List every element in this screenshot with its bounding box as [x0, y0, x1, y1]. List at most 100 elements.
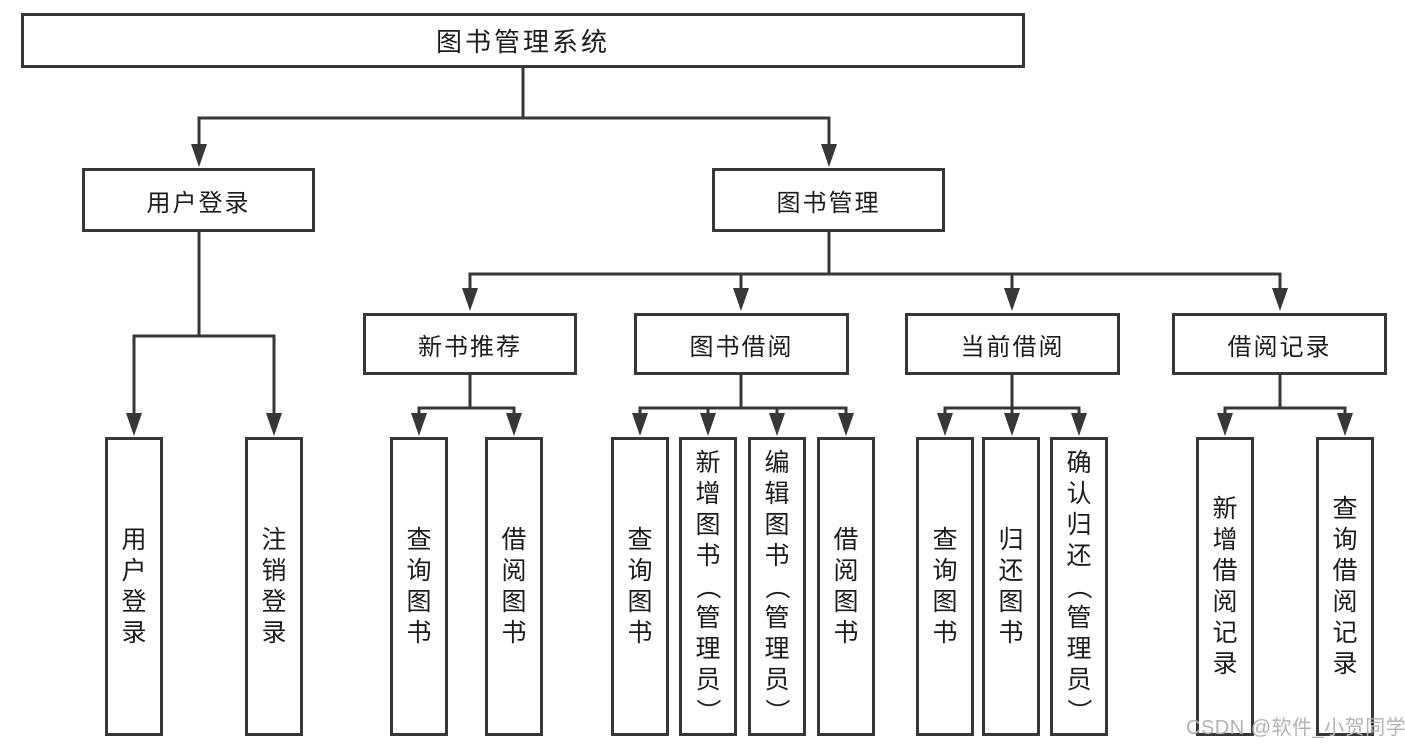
node-label-char: 书: [998, 619, 1024, 647]
node-label-char: 认: [1066, 479, 1092, 508]
node-label: 用户登录: [146, 189, 251, 217]
arrowhead-down-icon: [266, 413, 282, 436]
node-label-char: 理: [695, 634, 721, 663]
node-label: 确认归还（管理员）: [1064, 448, 1093, 724]
node-label-char: 理: [764, 634, 790, 663]
node-library-management-system: 图书管理系统: [21, 13, 1025, 68]
leaf-edit-books-admin: 编辑图书（管理员）: [748, 437, 806, 736]
node-label-char: 图: [695, 510, 721, 539]
node-label-char: 借: [501, 526, 527, 554]
node-label-char: 员: [695, 665, 721, 694]
node-label-char: 询: [1332, 526, 1358, 554]
node-new-book-recommendation: 新书推荐: [363, 313, 577, 375]
node-label-char: 询: [406, 557, 432, 585]
arrowhead-down-icon: [937, 413, 953, 436]
node-label-char: 借: [1212, 557, 1238, 585]
node-label-char: 理: [1066, 634, 1092, 663]
arrowhead-down-icon: [506, 413, 522, 436]
node-label-char: 管: [764, 603, 790, 632]
node-label-char: 书: [627, 619, 653, 647]
leaf-query-books: 查询图书: [916, 437, 974, 736]
node-label-char: 登: [121, 588, 147, 616]
node-label: 图书管理系统: [435, 27, 610, 57]
node-label-char: 记: [1332, 619, 1358, 647]
node-label: 新增图书（管理员）: [693, 450, 722, 724]
node-label-char: 查: [932, 526, 958, 554]
node-label-char: 借: [833, 526, 859, 554]
arrowhead-down-icon: [700, 413, 716, 436]
arrowhead-down-icon: [632, 413, 648, 436]
node-label-char: 确: [1066, 448, 1092, 477]
leaf-borrow-books: 借阅图书: [485, 437, 543, 736]
node-label-char: 归: [1066, 510, 1092, 539]
node-label: 注销登录: [261, 527, 286, 646]
node-label-char: 用: [121, 526, 147, 554]
node-label-char: 查: [627, 526, 653, 554]
node-label: 归还图书: [998, 527, 1023, 646]
node-label-char: （: [693, 573, 722, 600]
node-label-char: 询: [627, 557, 653, 585]
node-label-char: 询: [932, 557, 958, 585]
node-label-char: 录: [1332, 650, 1358, 678]
node-label-char: 录: [261, 619, 287, 647]
node-label: 借阅图书: [501, 527, 526, 646]
node-book-management: 图书管理: [712, 168, 945, 232]
node-label-char: 归: [998, 526, 1024, 554]
arrowhead-down-icon: [838, 413, 854, 436]
node-label-char: 管: [1066, 603, 1092, 632]
node-label-char: 录: [1212, 650, 1238, 678]
arrowhead-down-icon: [1217, 413, 1233, 436]
node-label-char: ）: [693, 697, 722, 724]
node-label-char: （: [1064, 573, 1093, 600]
node-label-char: 书: [833, 619, 859, 647]
node-label: 查询图书: [932, 527, 957, 646]
node-label-char: 编: [764, 448, 790, 477]
arrowhead-down-icon: [733, 288, 749, 311]
node-label-char: 阅: [1332, 588, 1358, 616]
node-label: 编辑图书（管理员）: [762, 448, 791, 724]
node-label-char: 增: [695, 479, 721, 508]
arrowhead-down-icon: [1272, 288, 1288, 311]
node-label-char: 图: [764, 510, 790, 539]
node-label: 查询图书: [406, 527, 431, 646]
node-borrowing-records: 借阅记录: [1172, 313, 1387, 375]
node-label-char: 图: [627, 588, 653, 616]
arrowhead-down-icon: [411, 413, 427, 436]
node-label-char: 增: [1212, 526, 1238, 554]
node-label: 借阅图书: [833, 527, 858, 646]
leaf-borrow-books: 借阅图书: [817, 437, 875, 736]
node-label: 图书借阅: [689, 333, 794, 361]
node-label-char: 记: [1212, 619, 1238, 647]
node-label: 查询借阅记录: [1332, 496, 1357, 677]
node-label-char: 辑: [764, 479, 790, 508]
node-label-char: ）: [1064, 697, 1093, 724]
arrowhead-down-icon: [1004, 413, 1020, 436]
arrowhead-down-icon: [126, 413, 142, 436]
node-label-char: 还: [1066, 541, 1092, 570]
node-label-char: 新: [1212, 495, 1238, 523]
arrowhead-down-icon: [1071, 413, 1087, 436]
node-label-char: ）: [762, 697, 791, 724]
leaf-logout: 注销登录: [245, 437, 303, 736]
node-label-char: 书: [695, 541, 721, 570]
leaf-confirm-return-admin: 确认归还（管理员）: [1050, 437, 1108, 736]
node-label-char: 图: [833, 588, 859, 616]
arrowhead-down-icon: [1337, 413, 1353, 436]
leaf-user-login: 用户登录: [105, 437, 163, 736]
node-label-char: 管: [695, 603, 721, 632]
node-label-char: 图: [501, 588, 527, 616]
arrowhead-down-icon: [769, 413, 785, 436]
node-label-char: 书: [764, 541, 790, 570]
watermark: CSDN @软件_小贺同学: [1186, 717, 1405, 739]
node-label-char: 查: [406, 526, 432, 554]
arrowhead-down-icon: [821, 144, 837, 167]
node-label: 借阅记录: [1227, 333, 1332, 361]
node-label-char: 图: [998, 588, 1024, 616]
node-label-char: 阅: [1212, 588, 1238, 616]
node-label-char: 图: [932, 588, 958, 616]
node-user-login: 用户登录: [82, 168, 315, 232]
node-label-char: 还: [998, 557, 1024, 585]
node-current-borrowing: 当前借阅: [905, 313, 1120, 375]
node-label: 查询图书: [627, 527, 652, 646]
